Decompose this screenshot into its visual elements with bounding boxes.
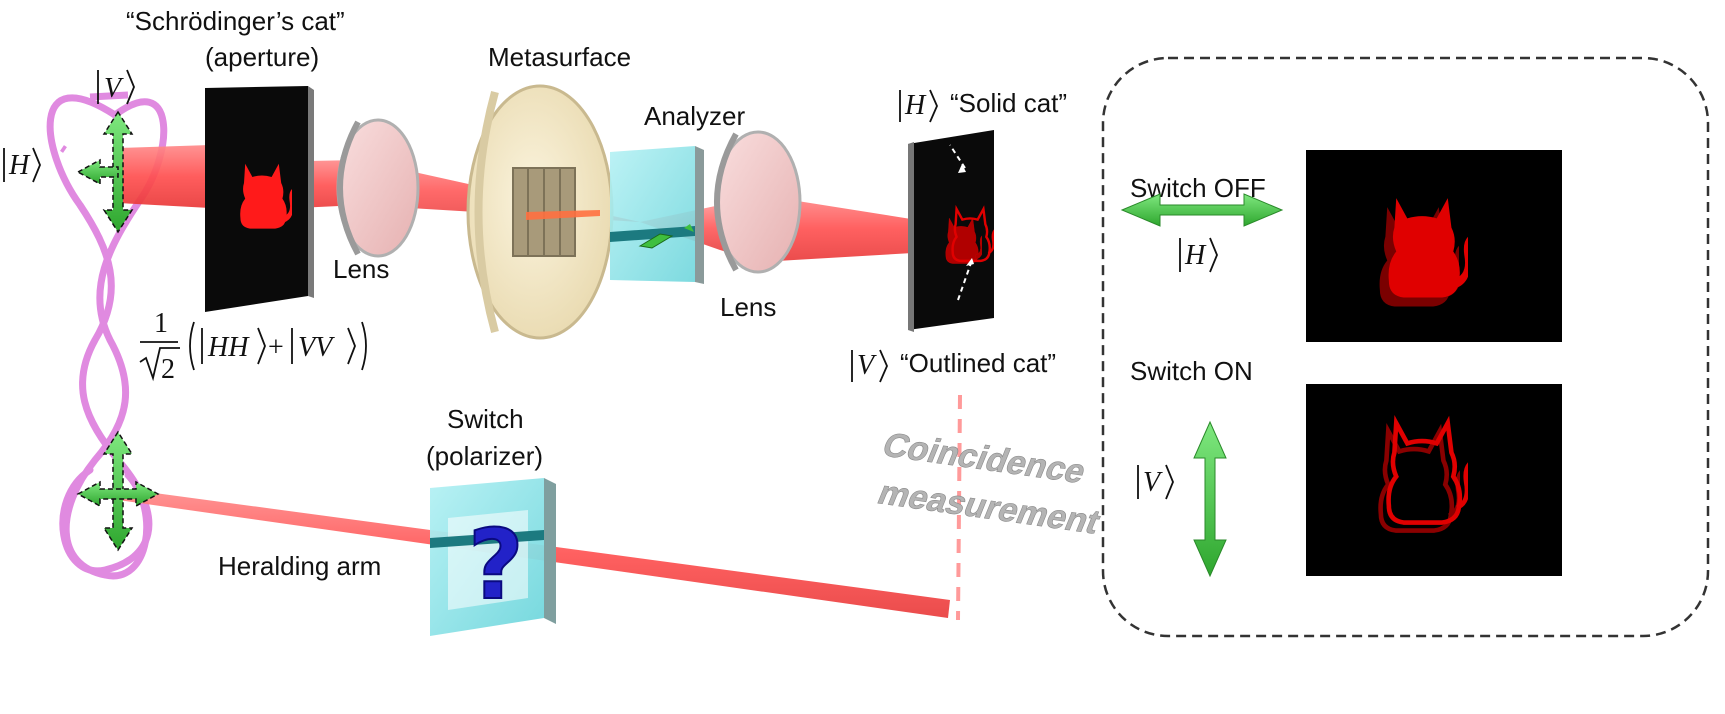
svg-text:V: V [1143,467,1163,498]
formula-denominator: 2 [161,354,175,385]
polarization-arrows-idler [76,430,160,552]
coincidence-label: Coincidence measurement [872,426,1106,541]
camera-screen [908,130,994,332]
polarization-arrows-signal [76,110,134,234]
formula-numerator: 1 [154,308,168,339]
aperture-subtitle: (aperture) [205,42,319,72]
aperture-plate [205,86,314,312]
formula-ket1: HH [207,332,250,363]
svg-text:H: H [8,150,31,181]
switch-sublabel: (polarizer) [426,441,543,471]
ket-H-solid: H [899,89,938,123]
solid-cat-label: “Solid cat” [950,88,1067,118]
vertical-polarization-arrow [1193,420,1227,578]
svg-text:H: H [904,90,927,121]
ket-V-on: V [1137,464,1174,500]
switch-polarizer: ? [430,478,556,636]
ket-V-top: V [97,69,135,105]
svg-text:H: H [1184,240,1207,271]
analyzer-block [610,146,704,284]
horizontal-polarization-arrow [1120,193,1284,227]
formula-plus: + [268,332,284,363]
result-image-solid-cat [1306,150,1562,342]
result-image-outlined-cat [1306,384,1562,576]
aperture-title: “Schrödinger’s cat” [126,6,345,36]
lens-right-label: Lens [720,292,776,322]
switch-results-panel: Switch OFF Switch ON H V [1101,56,1710,638]
svg-text:V: V [104,73,124,104]
ket-V-outlined: V [851,349,888,383]
svg-text:V: V [857,350,877,381]
formula-ket2: VV [298,332,335,363]
metasurface-label: Metasurface [488,42,631,72]
switch-question-mark: ? [468,509,524,621]
metasurface-disc [466,84,614,340]
analyzer-label: Analyzer [644,101,745,131]
lens-right [714,130,802,274]
switch-label: Switch [447,404,524,434]
ket-H-off: H [1179,237,1218,273]
heralding-arm-label: Heralding arm [218,551,381,581]
outlined-cat-label: “Outlined cat” [900,348,1056,378]
lens-left-label: Lens [333,254,389,284]
lens-left [336,118,420,258]
switch-on-label: Switch ON [1130,356,1253,386]
ket-H-left: H [3,147,41,183]
coincidence-line [956,394,962,621]
entangled-state-formula: 1 2 HH + VV [139,308,367,385]
